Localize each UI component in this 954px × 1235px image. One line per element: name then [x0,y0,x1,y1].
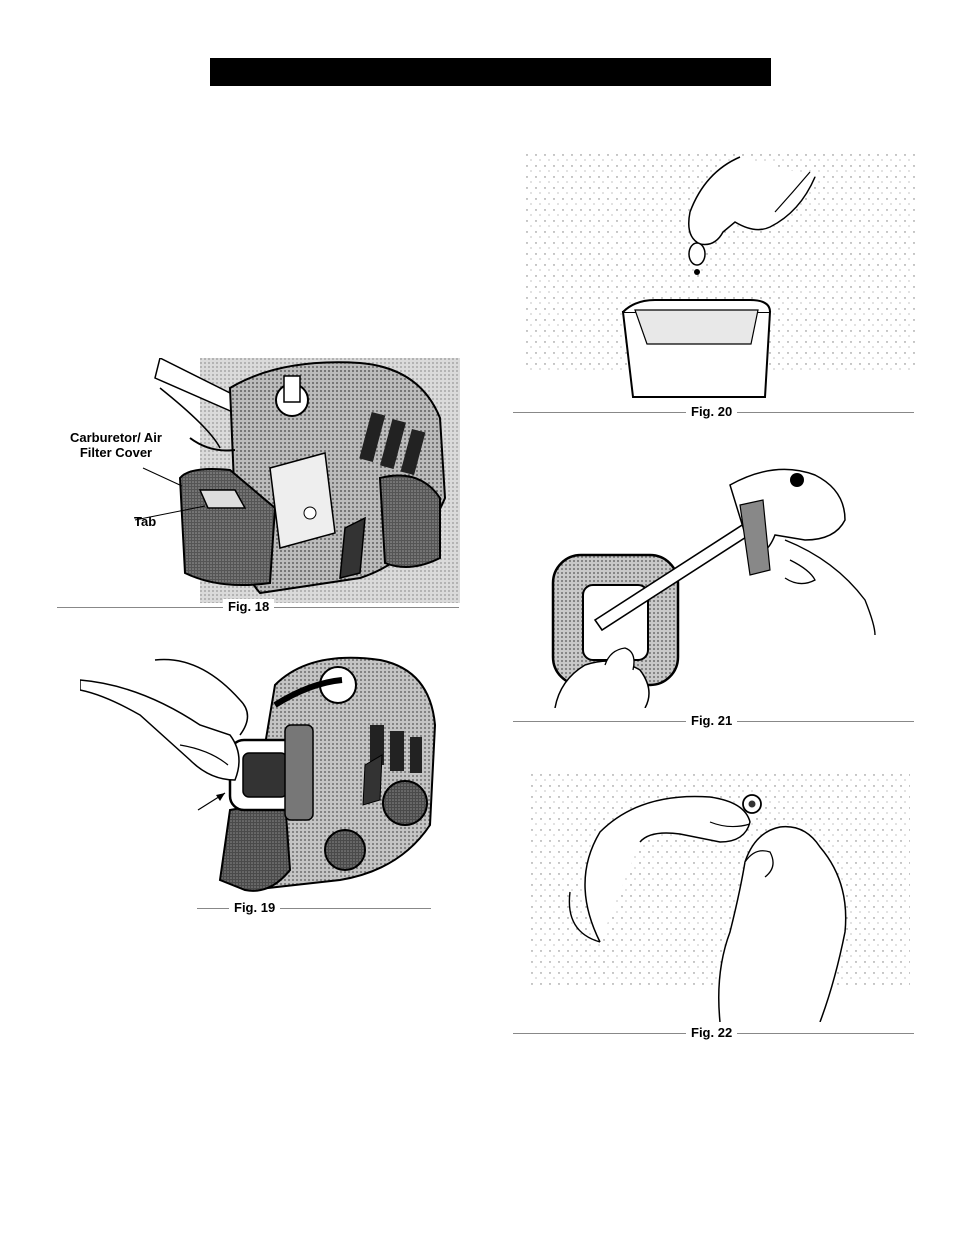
fig18-caption: Fig. 18 [223,599,274,615]
section-header-bar [210,58,771,86]
fig21-illustration [545,460,885,708]
fig18-illustration [60,358,460,603]
fig22-caption-row: Fig. 22 [513,1025,914,1041]
callout-cover-line2: Filter Cover [70,445,162,460]
fig18-caption-row: Fig. 18 [57,599,459,615]
fig18-callout-tab: Tab [134,514,156,529]
fig22-caption: Fig. 22 [686,1025,737,1041]
fig20-illustration [525,152,915,402]
callout-cover-line1: Carburetor/ Air [70,430,162,445]
fig21-caption-row: Fig. 21 [513,713,914,729]
fig19-illustration [80,655,440,900]
fig20-caption-row: Fig. 20 [513,404,914,420]
fig18-callout-cover: Carburetor/ Air Filter Cover [70,430,162,460]
fig21-caption: Fig. 21 [686,713,737,729]
fig19-caption: Fig. 19 [229,900,280,916]
fig22-illustration [530,772,910,1022]
fig19-caption-row: Fig. 19 [197,900,431,916]
fig20-caption: Fig. 20 [686,404,737,420]
